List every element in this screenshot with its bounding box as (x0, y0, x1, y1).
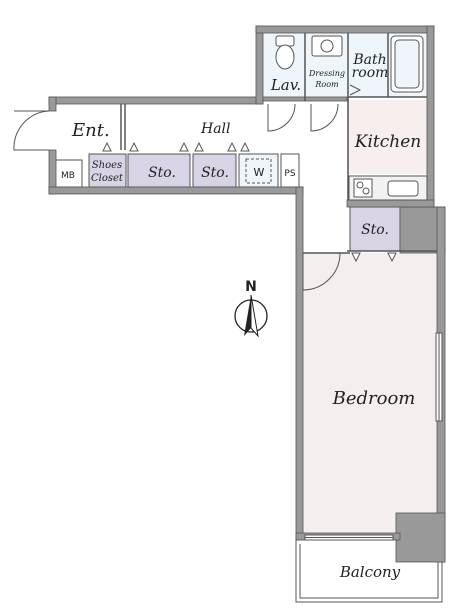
storage-bedroom-label: Sto. (361, 222, 389, 238)
bedroom-door (302, 252, 341, 291)
closet-door-marks (102, 141, 397, 263)
hall-floor (55, 103, 347, 151)
wall-bottom-block (395, 512, 446, 563)
storage-bedroom-fill (349, 206, 401, 252)
shoes-label-line1: Shoes (92, 160, 122, 171)
wall-kitchen-bottom (346, 199, 435, 208)
balcony-label: Balcony (339, 563, 401, 581)
bedroom-floor (303, 253, 437, 533)
hall-label: Hall (200, 121, 231, 137)
toilet-icon (275, 44, 295, 70)
room-labels: Ent. Hall MB Shoes Closet Sto. Sto. W PS… (61, 52, 421, 581)
storage-hall-2-fill (192, 153, 237, 188)
storage-hall-2-label: Sto. (201, 165, 229, 181)
compass-icon: N (234, 279, 268, 338)
washer-label: W (254, 166, 265, 179)
dressing-label-line2: Room (314, 80, 339, 89)
washer-pan-icon (245, 158, 272, 184)
entrance-door (13, 110, 50, 151)
kitchen-label: Kitchen (354, 132, 421, 152)
doors (13, 84, 362, 291)
windows (304, 332, 443, 541)
entrance-label: Ent. (71, 120, 110, 141)
wall-ent-left-upper (48, 96, 57, 112)
kitchen-floor (347, 100, 427, 174)
wall-hall-top (48, 96, 264, 105)
dressing-label-line1: Dressing (308, 69, 345, 78)
wall-bedroom-left (295, 186, 304, 541)
bath-label-line1: Bath (352, 52, 386, 68)
storage-hall-1-label: Sto. (148, 165, 176, 181)
ps-label: PS (284, 169, 295, 179)
washbasin-icon (320, 39, 334, 53)
wall-top (255, 25, 435, 34)
shoes-closet-fill (88, 153, 127, 188)
wall-hall-bottom (48, 186, 304, 195)
sink-icon (387, 180, 419, 197)
floor-fills (53, 32, 438, 596)
partitions (120, 33, 437, 254)
bath-label-line2: room (352, 65, 389, 81)
compass-north-label: N (245, 279, 257, 295)
balcony-rail (295, 540, 443, 603)
mb-label: MB (61, 171, 75, 181)
wall-right-upper (426, 25, 435, 208)
dressing-door (310, 103, 339, 132)
lav-door (267, 103, 296, 132)
bedroom-label: Bedroom (332, 388, 416, 409)
lavatory-label: Lav. (270, 76, 301, 94)
shoes-label-line2: Closet (91, 173, 124, 184)
bath-door-marker (349, 84, 362, 96)
wall-wet-left (255, 25, 264, 105)
fixtures (245, 35, 428, 201)
stove-icon (353, 178, 373, 198)
